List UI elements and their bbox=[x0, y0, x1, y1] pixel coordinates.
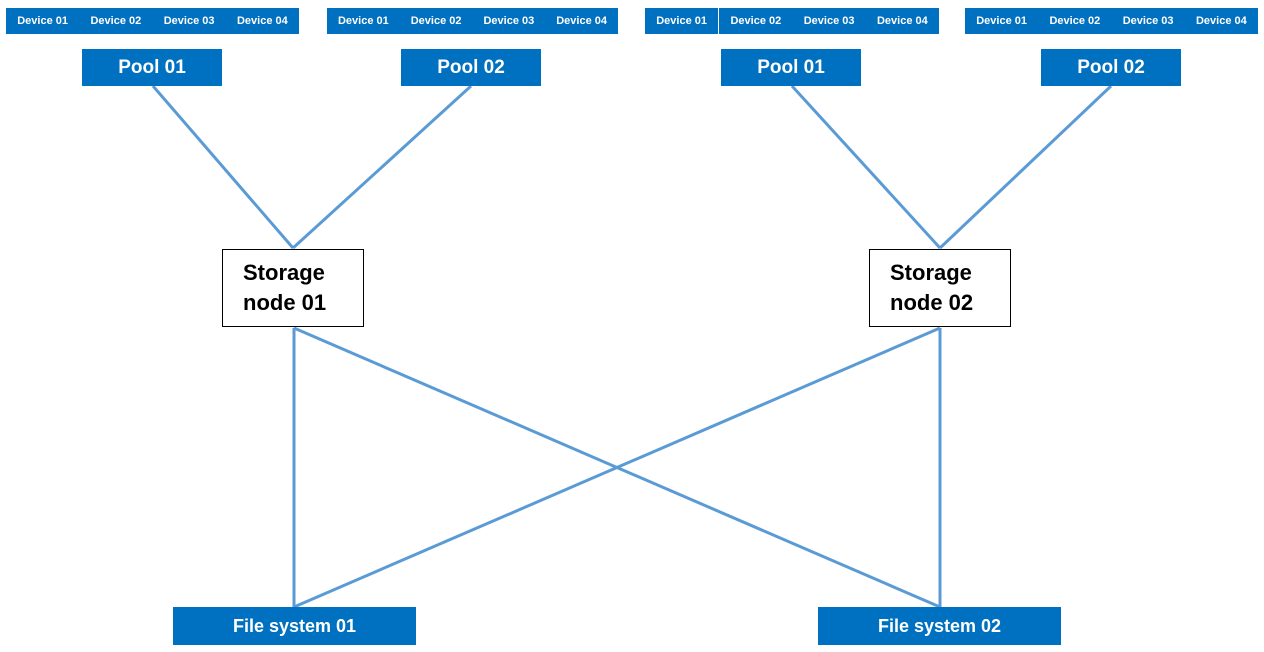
storage-node-label-line2: node 02 bbox=[890, 290, 974, 315]
connector-pool02-node02 bbox=[938, 84, 1113, 250]
device-item: Device 04 bbox=[876, 15, 928, 27]
pool-box-4: Pool 02 bbox=[1041, 49, 1181, 86]
device-item: Device 04 bbox=[556, 15, 607, 27]
file-system-1: File system 01 bbox=[173, 607, 416, 645]
connector-node02-fs01 bbox=[293, 326, 941, 609]
device-item: Device 03 bbox=[483, 15, 535, 27]
file-system-2: File system 02 bbox=[818, 607, 1061, 645]
connector-pool01-node01 bbox=[151, 85, 295, 249]
pool-box-2: Pool 02 bbox=[401, 49, 541, 86]
device-item: Device 03 bbox=[803, 15, 855, 27]
device-item: Device 02 bbox=[730, 15, 782, 27]
device-item: Device 04 bbox=[236, 15, 288, 27]
device-bar-2: Device 01 Device 02 Device 03 Device 04 bbox=[327, 8, 618, 34]
device-item: Device 01 bbox=[976, 15, 1027, 27]
storage-node-label-line2: node 01 bbox=[243, 290, 327, 315]
device-item: Device 02 bbox=[1049, 15, 1101, 27]
connector-pool02-node01 bbox=[291, 84, 473, 250]
device-bar-3: Device 01 Device 02 Device 03 Device 04 bbox=[645, 8, 939, 34]
device-item: Device 01 bbox=[645, 8, 720, 34]
device-item: Device 03 bbox=[1122, 15, 1174, 27]
device-bar-1: Device 01 Device 02 Device 03 Device 04 bbox=[6, 8, 299, 34]
storage-node-2: Storage node 02 bbox=[869, 249, 1011, 327]
device-item: Device 01 bbox=[337, 15, 389, 27]
device-item: Device 01 bbox=[17, 15, 68, 27]
device-bar-4: Device 01 Device 02 Device 03 Device 04 bbox=[965, 8, 1258, 34]
pool-box-3: Pool 01 bbox=[721, 49, 861, 86]
device-item: Device 02 bbox=[410, 15, 462, 27]
device-item: Device 02 bbox=[90, 15, 142, 27]
connector-pool01-node02 bbox=[790, 84, 942, 250]
device-item: Device 04 bbox=[1195, 15, 1247, 27]
storage-node-1: Storage node 01 bbox=[222, 249, 364, 327]
storage-node-label-line1: Storage bbox=[243, 260, 325, 285]
storage-node-label-line1: Storage bbox=[890, 260, 972, 285]
device-item: Device 03 bbox=[163, 15, 215, 27]
pool-box-1: Pool 01 bbox=[82, 49, 222, 86]
